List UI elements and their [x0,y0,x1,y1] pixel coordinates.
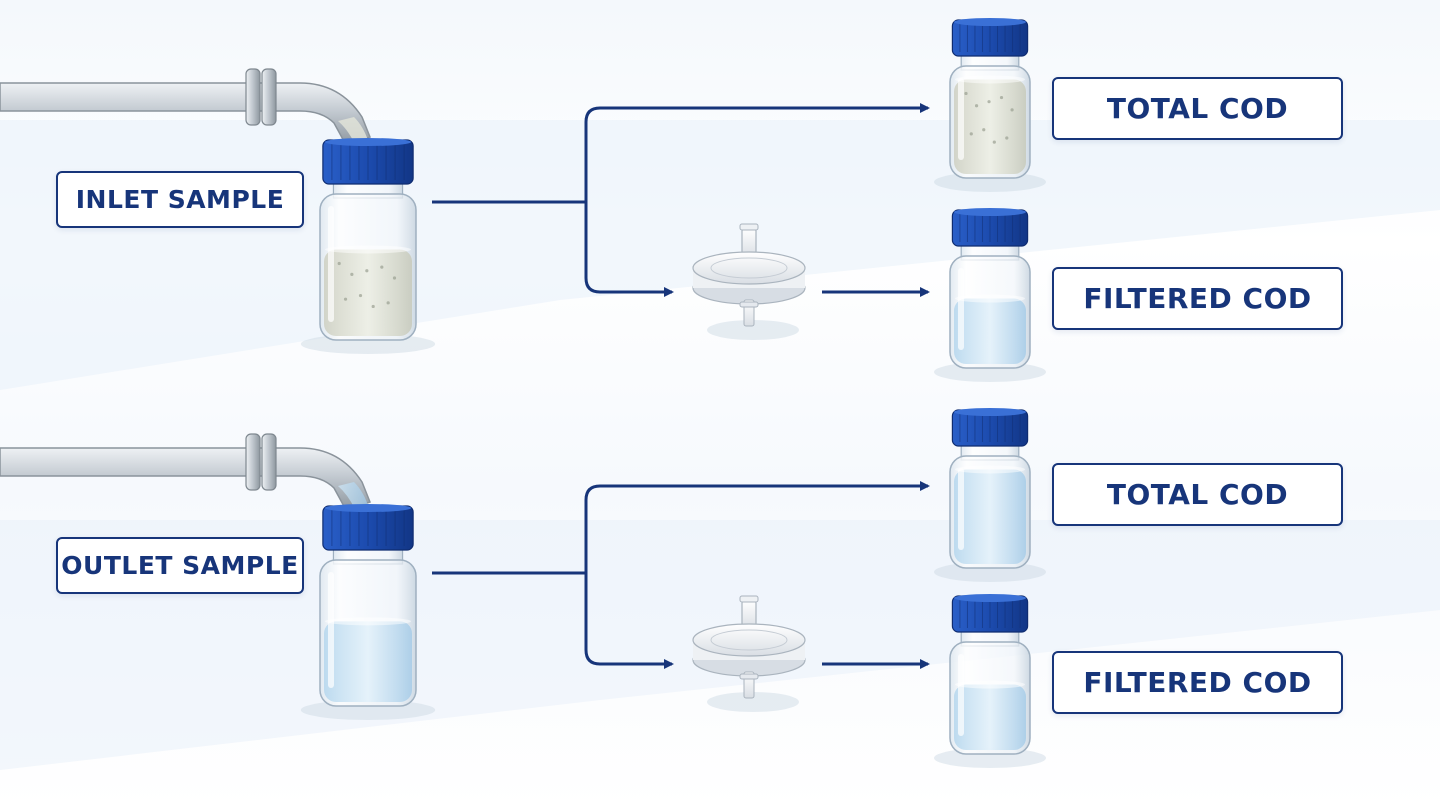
filtered-cod-label: FILTERED COD [1052,267,1343,330]
syringe-filter-icon [692,595,806,712]
total-cod-label: TOTAL COD [1052,463,1343,526]
pipe-icon [0,433,372,522]
vial-icon [934,208,1046,382]
syringe-filter-icon [692,223,806,340]
outlet-branch [0,408,1046,768]
arrow-right-icon [584,573,674,669]
filtered-cod-label: FILTERED COD [1052,651,1343,714]
liquid [954,684,1026,750]
sample-bottle-icon [300,138,436,354]
total-cod-label: TOTAL COD [1052,77,1343,140]
inlet-branch [0,18,1046,382]
outlet-sample-label: OUTLET SAMPLE [56,537,304,594]
arrow-right-icon [584,481,930,573]
blue-cap-icon [951,408,1029,447]
liquid [954,79,1026,174]
liquid [324,621,412,702]
blue-cap-icon [951,208,1029,247]
arrow-right-icon [584,103,930,202]
blue-cap-icon [951,18,1029,57]
vial-icon [934,594,1046,768]
blue-cap-icon [951,594,1029,633]
sample-bottle-icon [300,504,436,720]
blue-cap-icon [322,138,414,185]
liquid [324,249,412,336]
vial-icon [934,408,1046,582]
vial-icon [934,18,1046,192]
liquid [954,469,1026,564]
arrow-right-icon [584,202,674,297]
inlet-sample-label: INLET SAMPLE [56,171,304,228]
liquid [954,298,1026,364]
blue-cap-icon [322,504,414,551]
